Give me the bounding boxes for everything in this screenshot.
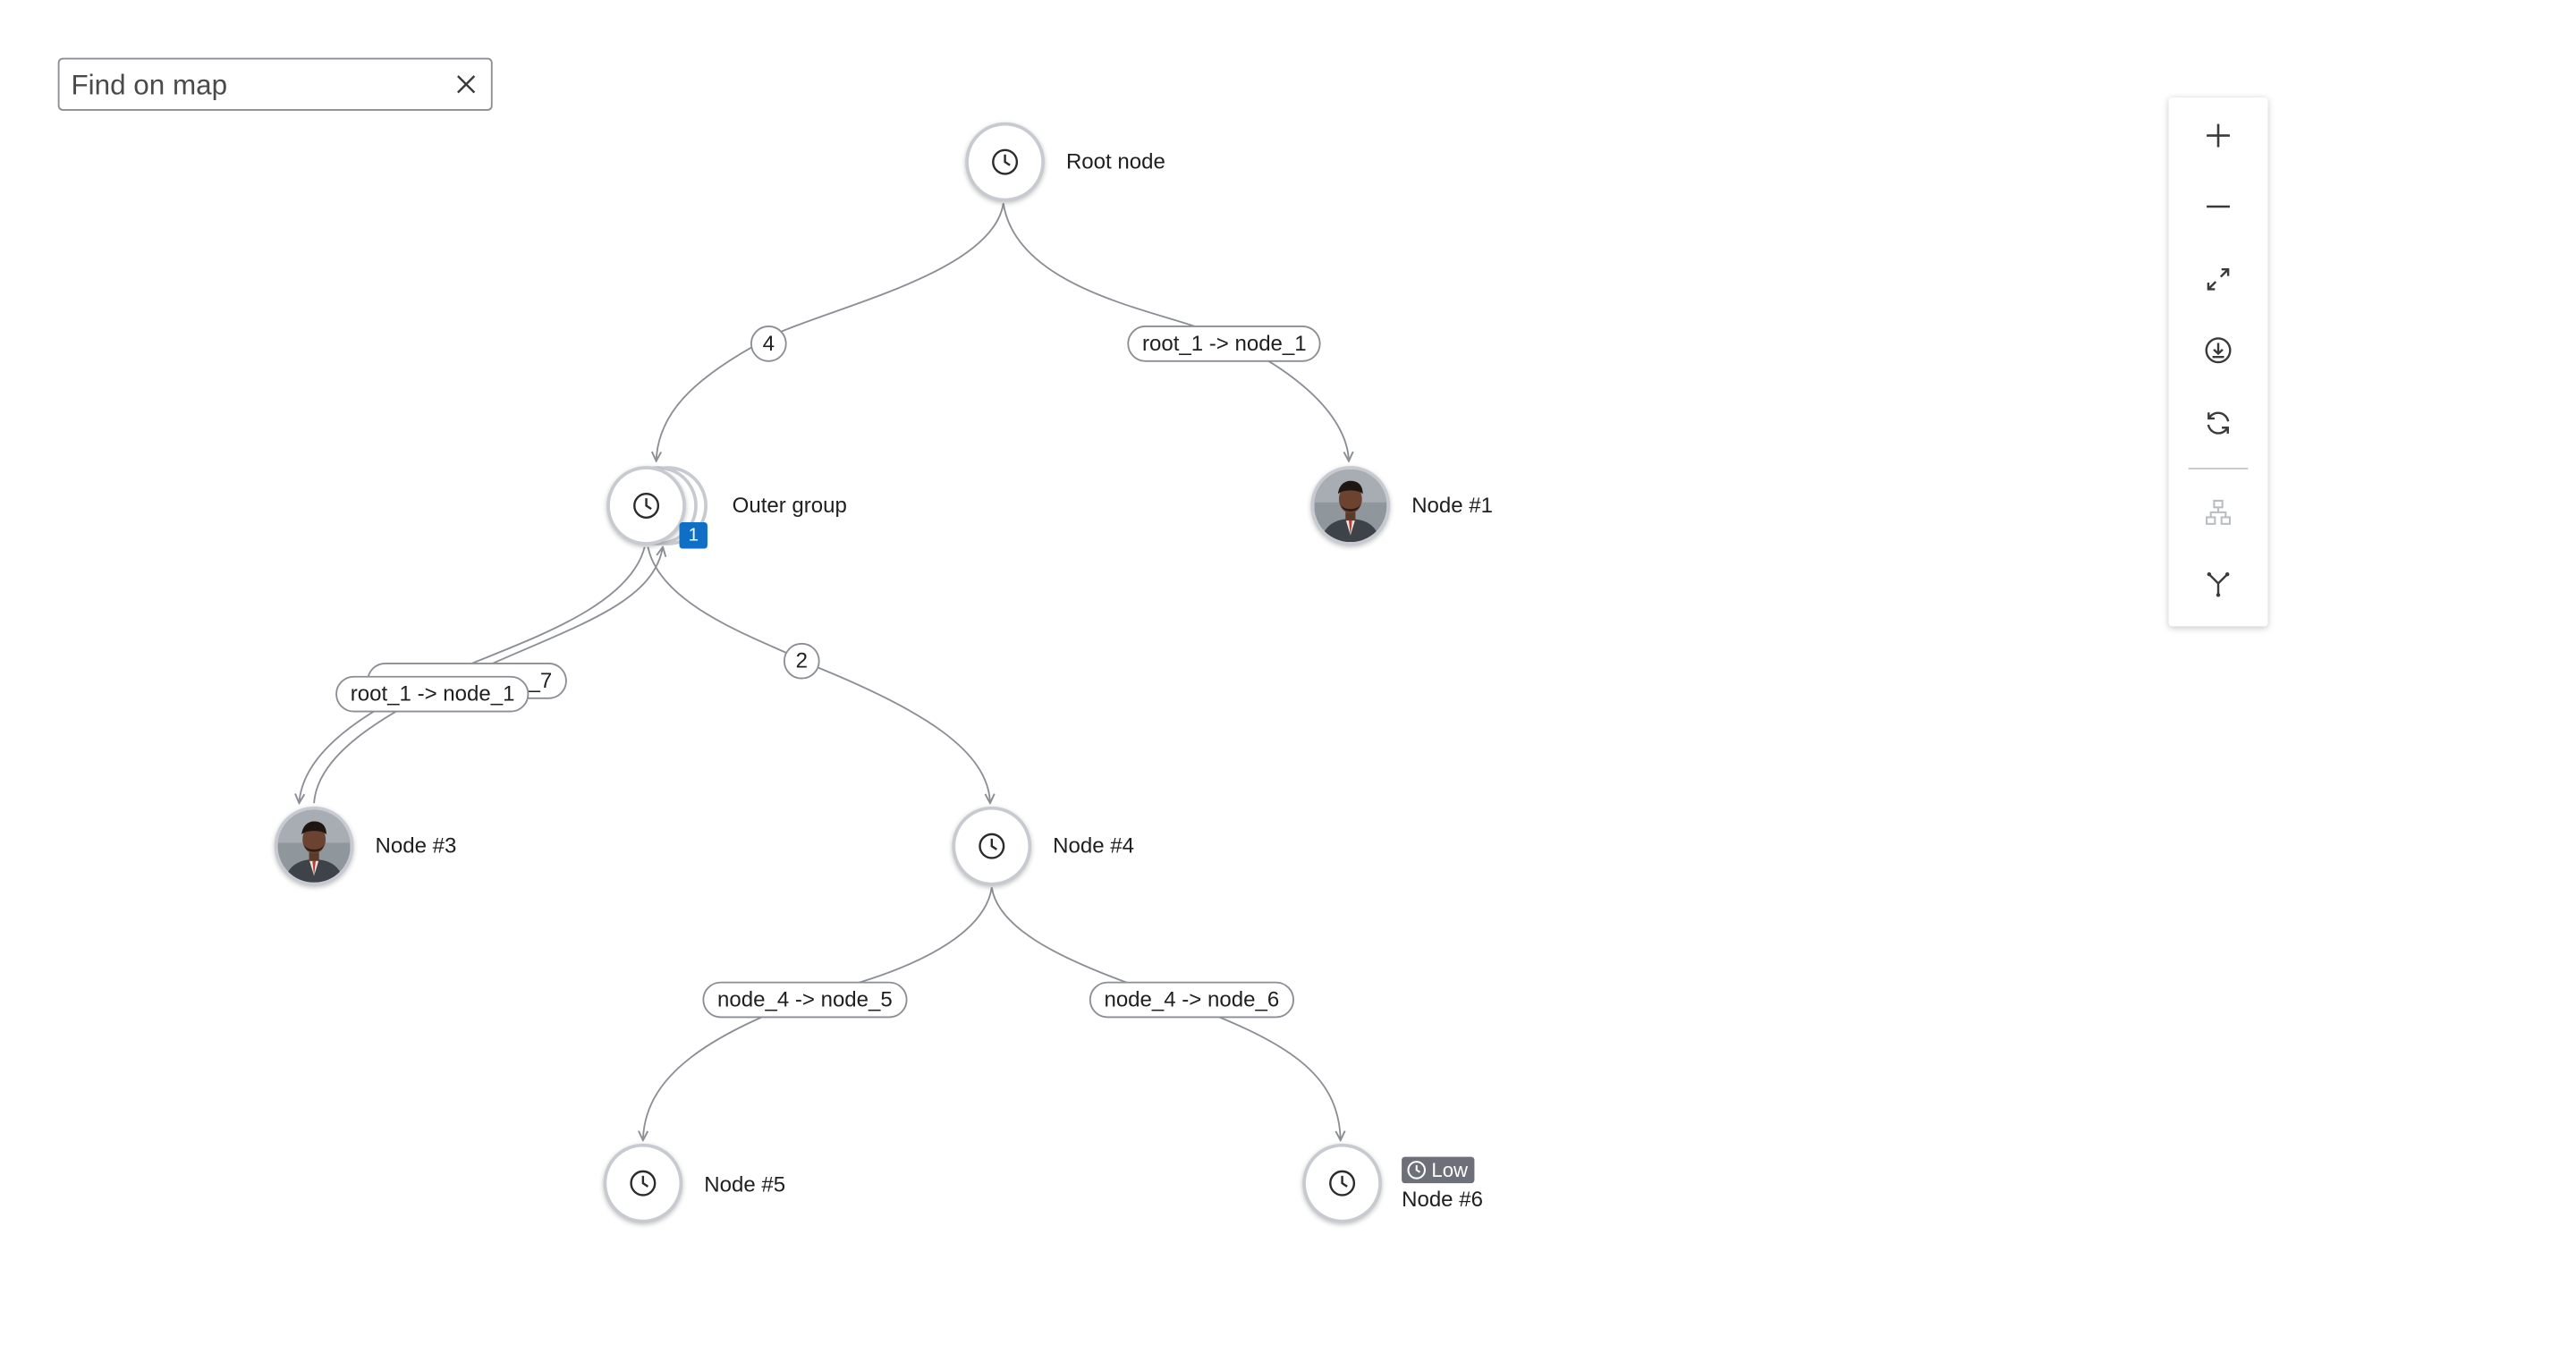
fit-to-screen-button[interactable] — [2195, 256, 2241, 302]
status-badge: Low — [1402, 1156, 1475, 1184]
node-label-3: Node #3 — [375, 833, 457, 858]
fit-to-screen-icon — [2207, 268, 2230, 291]
node-label-root: Root node — [1065, 148, 1165, 174]
person-avatar — [277, 809, 351, 883]
clock-icon — [633, 492, 660, 519]
fork-layout-icon — [2207, 571, 2230, 597]
search-input[interactable] — [71, 65, 436, 106]
clock-icon — [979, 833, 1005, 859]
node-label-outer-group: Outer group — [732, 492, 847, 518]
edge-root-to-outer-group — [657, 203, 1004, 461]
node-4[interactable] — [952, 806, 1032, 886]
group-count-badge: 1 — [679, 521, 708, 549]
node-3[interactable] — [274, 806, 354, 886]
zoom-out-button[interactable] — [2195, 183, 2241, 230]
edge-label-node-4-node-5[interactable]: node_4 -> node_5 — [702, 981, 908, 1019]
refresh-icon — [2207, 411, 2230, 435]
edge-label-node-4-node-6[interactable]: node_4 -> node_6 — [1089, 981, 1294, 1019]
edge-count-outer-node-4[interactable]: 2 — [783, 642, 820, 680]
find-on-map-search — [57, 57, 493, 111]
node-label-6: Node #6 — [1402, 1186, 1483, 1212]
toolbar-divider — [2188, 467, 2249, 469]
node-outer-group[interactable] — [606, 466, 686, 545]
clock-icon — [1407, 1161, 1426, 1180]
minus-icon — [2207, 205, 2230, 208]
clock-icon — [1329, 1170, 1356, 1197]
download-icon — [2205, 337, 2232, 364]
edge-label-root-node-1[interactable]: root_1 -> node_1 — [1127, 326, 1322, 362]
node-1[interactable] — [1310, 466, 1391, 545]
refresh-button[interactable] — [2195, 400, 2241, 446]
edge-label-outer-node-3-front[interactable]: root_1 -> node_1 — [335, 675, 530, 713]
download-button[interactable] — [2195, 327, 2241, 374]
hierarchy-layout-icon — [2206, 499, 2231, 525]
close-icon[interactable] — [454, 72, 478, 96]
edge-outer-to-node-4 — [647, 546, 990, 803]
hierarchy-layout-button[interactable] — [2195, 489, 2241, 536]
node-root[interactable] — [965, 122, 1045, 202]
clock-icon — [992, 148, 1019, 175]
node-label-5: Node #5 — [704, 1171, 786, 1197]
node-5[interactable] — [603, 1143, 683, 1223]
person-avatar — [1314, 469, 1387, 543]
clock-icon — [630, 1170, 657, 1197]
node-6[interactable] — [1302, 1143, 1382, 1223]
status-badge-text: Low — [1431, 1158, 1469, 1182]
node-label-4: Node #4 — [1053, 833, 1135, 858]
node-label-1: Node #1 — [1411, 492, 1494, 518]
plus-icon — [2207, 123, 2230, 148]
zoom-in-button[interactable] — [2195, 113, 2241, 159]
edge-count-root-outer[interactable]: 4 — [750, 326, 787, 362]
fork-layout-button[interactable] — [2195, 560, 2241, 606]
map-toolbar — [2168, 97, 2268, 627]
